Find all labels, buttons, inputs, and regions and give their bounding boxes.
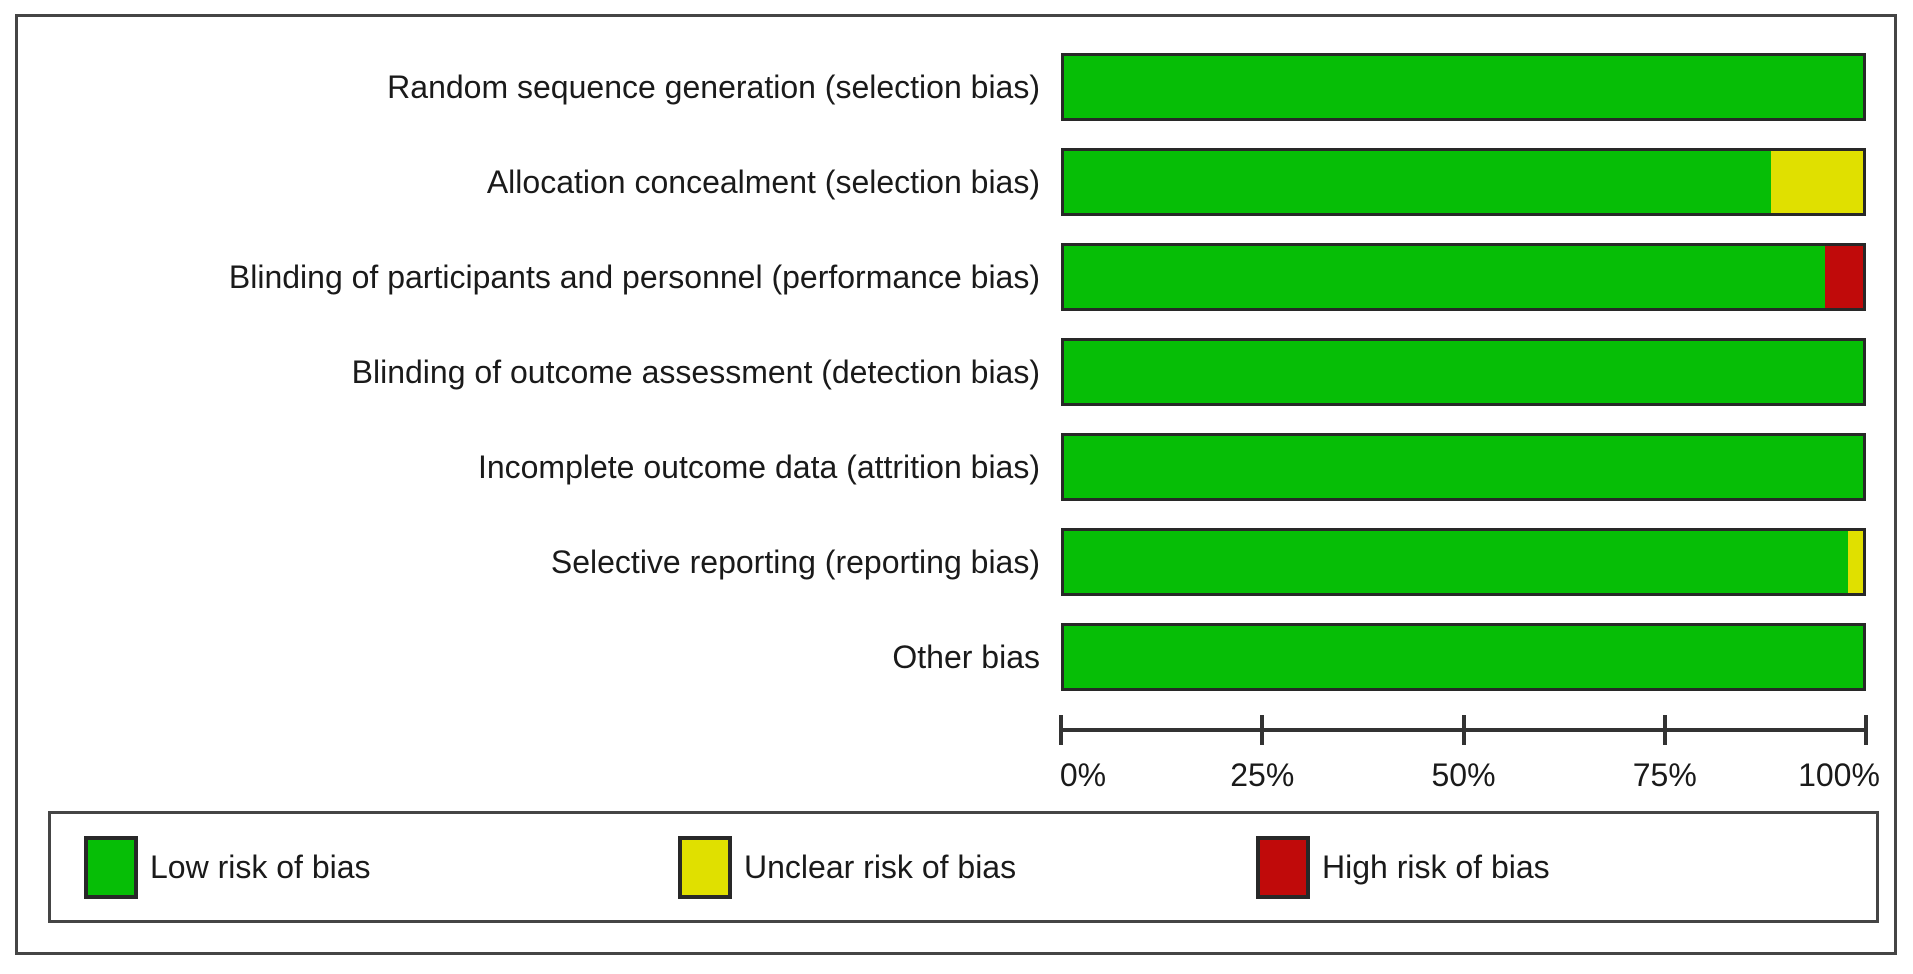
stacked-bar	[1061, 433, 1866, 501]
chart-row: Other bias	[18, 623, 1894, 691]
bar-segment-unclear	[1771, 151, 1863, 213]
bar-segment-low	[1064, 246, 1826, 308]
category-label: Blinding of participants and personnel (…	[228, 259, 1040, 295]
legend-item: Low risk of bias	[84, 814, 371, 920]
legend-swatch	[1256, 835, 1310, 899]
bar-segment-high	[1825, 246, 1863, 308]
tick-mark	[1662, 715, 1667, 745]
legend: Low risk of bias Unclear risk of bias Hi…	[48, 811, 1879, 923]
stacked-bar	[1061, 148, 1866, 216]
category-label: Allocation concealment (selection bias)	[486, 164, 1040, 200]
tick-mark	[1260, 715, 1265, 745]
chart-row: Blinding of outcome assessment (detectio…	[18, 338, 1894, 406]
bar-segment-low	[1064, 151, 1772, 213]
stacked-bar	[1061, 338, 1866, 406]
tick-label: 25%	[1230, 757, 1295, 793]
legend-label: Unclear risk of bias	[744, 848, 1017, 885]
stacked-bar	[1061, 243, 1866, 311]
category-label: Other bias	[892, 639, 1040, 675]
tick-label: 75%	[1632, 757, 1697, 793]
category-label: Selective reporting (reporting bias)	[550, 544, 1040, 580]
category-label: Incomplete outcome data (attrition bias)	[477, 449, 1040, 485]
tick-mark	[1059, 715, 1063, 745]
bar-segment-low	[1064, 341, 1863, 403]
bar-segment-low	[1064, 531, 1848, 593]
legend-label: Low risk of bias	[150, 848, 371, 885]
legend-item: Unclear risk of bias	[678, 814, 1016, 920]
tick-mark	[1864, 715, 1868, 745]
stacked-bar	[1061, 623, 1866, 691]
bar-segment-low	[1064, 626, 1863, 688]
chart-row: Allocation concealment (selection bias)	[18, 148, 1894, 216]
tick-mark	[1461, 715, 1466, 745]
chart-row: Random sequence generation (selection bi…	[18, 53, 1894, 121]
bar-segment-low	[1064, 56, 1863, 118]
legend-swatch	[84, 835, 138, 899]
category-label: Random sequence generation (selection bi…	[387, 69, 1040, 105]
legend-label: High risk of bias	[1322, 848, 1550, 885]
bar-segment-unclear	[1847, 531, 1863, 593]
x-axis-line	[1061, 728, 1866, 732]
chart-row: Incomplete outcome data (attrition bias)	[18, 433, 1894, 501]
tick-label: 50%	[1431, 757, 1496, 793]
legend-swatch	[678, 835, 732, 899]
stacked-bar	[1061, 53, 1866, 121]
legend-item: High risk of bias	[1256, 814, 1550, 920]
category-label: Blinding of outcome assessment (detectio…	[351, 354, 1040, 390]
figure-frame: Random sequence generation (selection bi…	[15, 14, 1897, 955]
stacked-bar	[1061, 528, 1866, 596]
chart-row: Blinding of participants and personnel (…	[18, 243, 1894, 311]
bar-segment-low	[1064, 436, 1863, 498]
tick-label: 100%	[1798, 757, 1880, 793]
tick-label: 0%	[1059, 757, 1107, 793]
chart-row: Selective reporting (reporting bias)	[18, 528, 1894, 596]
